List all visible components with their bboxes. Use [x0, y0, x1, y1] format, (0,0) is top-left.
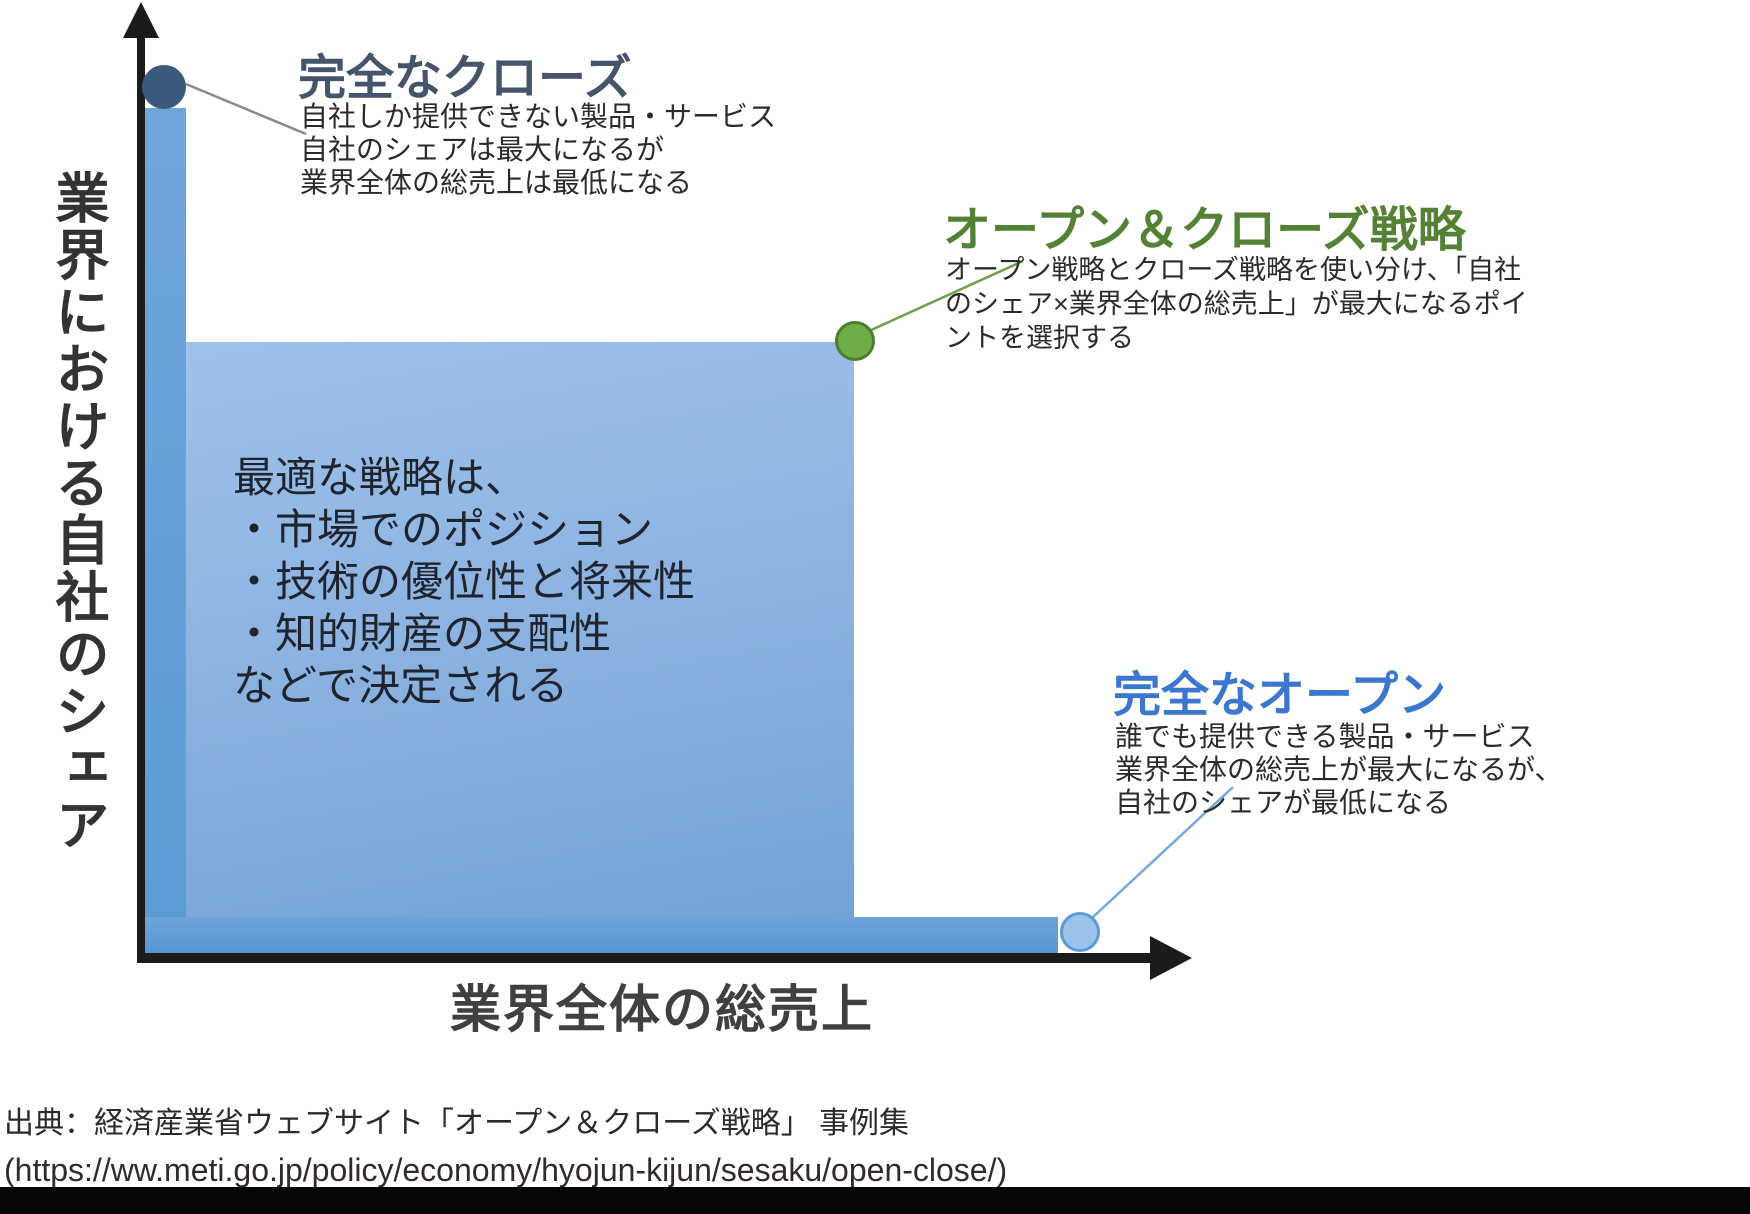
- full-open-description: 誰でも提供できる製品・サービス 業界全体の総売上が最大になるが、 自社のシェアが…: [1115, 720, 1562, 819]
- strategy-note-line: などで決定される: [233, 662, 569, 709]
- full-open-point-icon: [1060, 912, 1100, 952]
- strategy-note-line: ・技術の優位性と将来性: [233, 558, 696, 605]
- strategy-area: [186, 342, 854, 917]
- full-open-bar: [145, 917, 1058, 953]
- y-axis: [137, 30, 145, 963]
- full-close-title: 完全なクローズ: [298, 52, 632, 105]
- connector-open-and-close: [868, 259, 1024, 333]
- full-open-desc-line: 業界全体の総売上が最大になるが、: [1115, 754, 1563, 785]
- full-open-title: 完全なオープン: [1113, 669, 1447, 722]
- open-and-close-point-icon: [835, 321, 875, 361]
- open-and-close-description: オープン戦略とクローズ戦略を使い分け、「自社 のシェア×業界全体の総売上」が最大…: [945, 253, 1528, 355]
- full-close-desc-line: 自社しか提供できない製品・サービス: [300, 101, 777, 132]
- strategy-note: 最適な戦略は、 ・市場でのポジション ・技術の優位性と将来性 ・知的財産の支配性…: [233, 452, 695, 712]
- bottom-crop-bar: [0, 1187, 1750, 1214]
- x-axis-label: 業界全体の総売上: [450, 981, 875, 1038]
- full-open-desc-line: 誰でも提供できる製品・サービス: [1115, 721, 1535, 752]
- full-close-bar: [145, 108, 186, 953]
- full-close-description: 自社しか提供できない製品・サービス 自社のシェアは最大になるが 業界全体の総売上…: [300, 100, 776, 199]
- connector-full-open: [1091, 786, 1234, 919]
- source-url: (https://ww.meti.go.jp/policy/economy/hy…: [4, 1152, 1008, 1188]
- x-axis-arrow-icon: [1150, 936, 1192, 980]
- full-close-point-icon: [142, 65, 186, 109]
- y-axis-label: 業界における自社のシェア: [47, 170, 107, 854]
- strategy-note-line: ・知的財産の支配性: [233, 610, 612, 657]
- source-citation: 出典：経済産業省ウェブサイト「オープン＆クローズ戦略」 事例集: [4, 1107, 910, 1140]
- full-close-desc-line: 業界全体の総売上は最低になる: [300, 167, 693, 198]
- full-close-desc-line: 自社のシェアは最大になるが: [300, 134, 665, 165]
- full-open-desc-line: 自社のシェアが最低になる: [1115, 787, 1452, 818]
- strategy-note-line: 最適な戦略は、: [233, 454, 528, 501]
- strategy-note-line: ・市場でのポジション: [233, 506, 654, 553]
- open-and-close-desc-line: オープン戦略とクローズ戦略を使い分け、「自社: [945, 255, 1522, 285]
- connector-full-close: [185, 82, 307, 136]
- open-and-close-desc-line: のシェア×業界全体の総売上」が最大になるポイ: [945, 289, 1528, 319]
- x-axis: [137, 953, 1153, 963]
- open-and-close-desc-line: ントを選択する: [945, 323, 1134, 353]
- y-axis-arrow-icon: [123, 2, 159, 38]
- open-and-close-title: オープン＆クローズ戦略: [943, 204, 1466, 257]
